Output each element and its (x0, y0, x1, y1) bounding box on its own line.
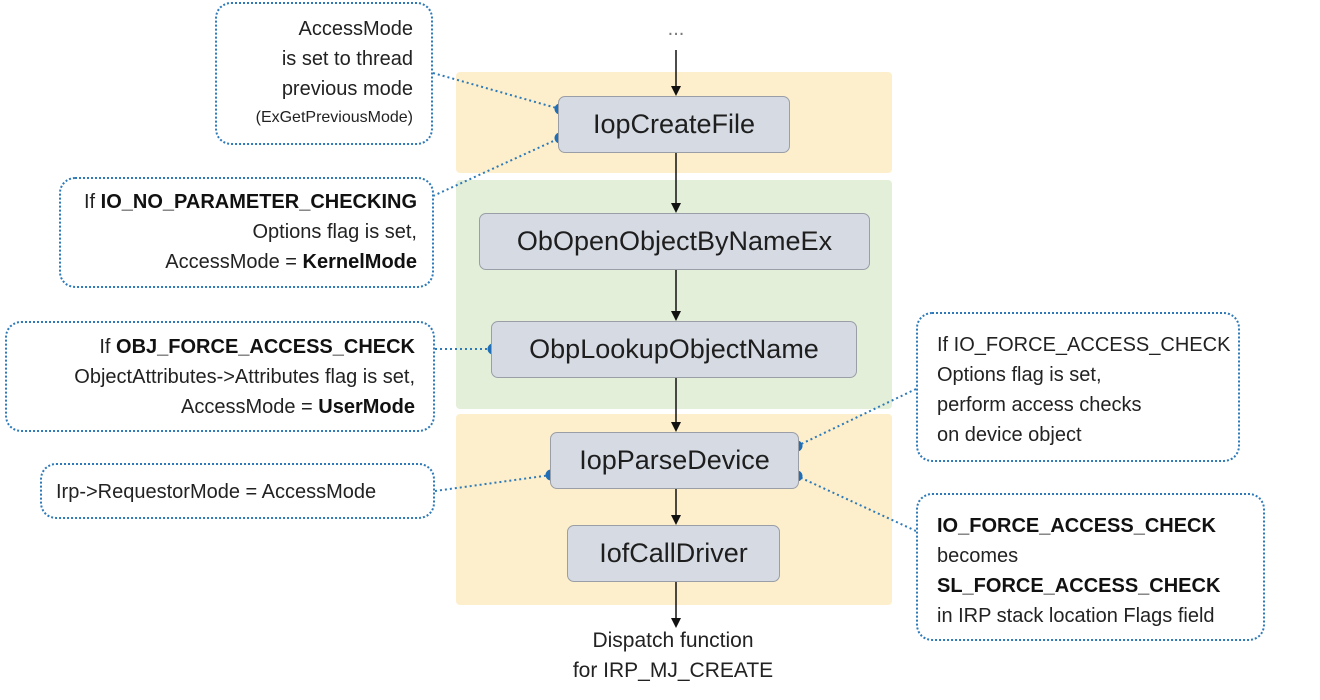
obplookupobjectname-box: ObpLookupObjectName (491, 321, 857, 378)
sl-force-access-check-flag: SL_FORCE_ACCESS_CHECK (937, 575, 1221, 597)
sl-force-access-check-note-line3: SL_FORCE_ACCESS_CHECK (937, 571, 1253, 601)
top-ellipsis: ... (667, 18, 685, 40)
callout-dots (487, 103, 803, 482)
sl-force-access-check-note-line1: IO_FORCE_ACCESS_CHECK (937, 511, 1253, 541)
no-parameter-checking-note-line1: If IO_NO_PARAMETER_CHECKING (71, 187, 417, 217)
obj-force-access-check-note-line2: ObjectAttributes->Attributes flag is set… (74, 366, 415, 388)
no-parameter-checking-note: If IO_NO_PARAMETER_CHECKING Options flag… (59, 177, 434, 288)
access-mode-note-line4: (ExGetPreviousMode) (255, 109, 413, 126)
obj-force-access-check-note: If OBJ_FORCE_ACCESS_CHECK ObjectAttribut… (5, 321, 435, 432)
connector-io-force-access-check (796, 388, 917, 447)
obj-force-access-check-flag: OBJ_FORCE_ACCESS_CHECK (116, 336, 415, 358)
access-mode-prefix: AccessMode = (181, 396, 319, 418)
sl-force-access-check-note: IO_FORCE_ACCESS_CHECK becomes SL_FORCE_A… (916, 493, 1265, 641)
connector-sl-force-access-check (796, 475, 917, 532)
sl-force-access-check-note-line2: becomes (937, 545, 1019, 567)
no-parameter-checking-note-line2: Options flag is set, (252, 221, 417, 243)
iopcreatefile-box: IopCreateFile (558, 96, 790, 153)
iopparsedevice-box: IopParseDevice (550, 432, 799, 489)
connector-access-mode (432, 72, 561, 110)
access-mode-note-line3: previous mode (281, 78, 413, 100)
callout-connectors (432, 72, 917, 532)
io-force-access-check-flag: IO_FORCE_ACCESS_CHECK (937, 515, 1216, 537)
connector-requestor-mode (434, 474, 552, 492)
dispatch-function-label: Dispatch function for IRP_MJ_CREATE (553, 626, 793, 686)
obj-force-access-check-note-line1: If OBJ_FORCE_ACCESS_CHECK (17, 332, 415, 362)
access-mode-note-line1: AccessMode (298, 18, 414, 40)
if-prefix: If (83, 191, 101, 213)
requestor-mode-note-text: Irp->RequestorMode = AccessMode (56, 481, 377, 503)
obopenobjectbynameex-box: ObOpenObjectByNameEx (479, 213, 870, 270)
sl-force-access-check-note-line4: in IRP stack location Flags field (937, 605, 1215, 627)
io-force-access-check-note: If IO_FORCE_ACCESS_CHECK Options flag is… (916, 312, 1240, 462)
access-mode-note-line2: is set to thread (281, 48, 413, 70)
io-no-parameter-checking-flag: IO_NO_PARAMETER_CHECKING (100, 191, 417, 213)
if-prefix: If (99, 336, 117, 358)
io-force-access-check-note-line2: Options flag is set, (937, 364, 1102, 386)
connector-no-parameter-checking (432, 137, 561, 197)
io-force-access-check-note-line3: perform access checks (937, 394, 1142, 416)
user-mode-value: UserMode (318, 396, 415, 418)
obj-force-access-check-note-line3: AccessMode = UserMode (17, 392, 415, 422)
requestor-mode-note: Irp->RequestorMode = AccessMode (40, 463, 435, 519)
io-force-access-check-note-line1: If IO_FORCE_ACCESS_CHECK (937, 334, 1231, 356)
dispatch-function-label-line1: Dispatch function (592, 629, 754, 652)
io-force-access-check-note-line4: on device object (937, 424, 1082, 446)
access-mode-prefix: AccessMode = (165, 251, 303, 273)
kernel-mode-value: KernelMode (302, 251, 417, 273)
dispatch-function-label-line2: for IRP_MJ_CREATE (572, 659, 774, 682)
access-mode-note: AccessMode is set to thread previous mod… (215, 2, 433, 145)
no-parameter-checking-note-line3: AccessMode = KernelMode (71, 247, 417, 277)
iofcalldriver-box: IofCallDriver (567, 525, 780, 582)
